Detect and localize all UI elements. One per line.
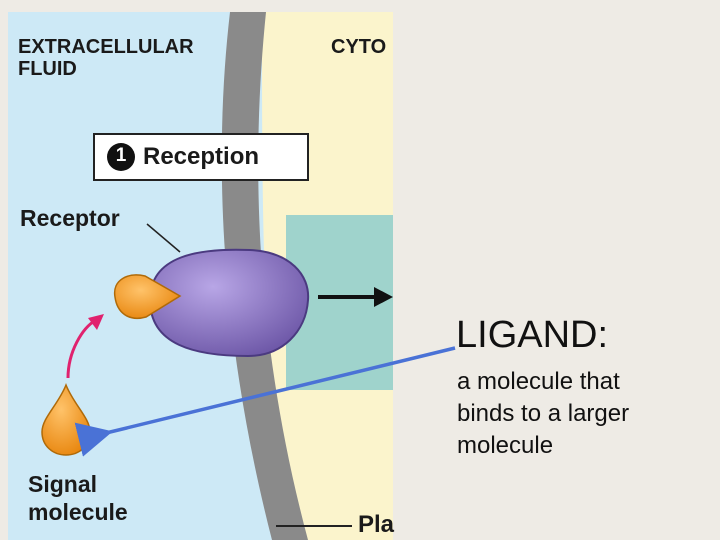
step-number: 1 xyxy=(115,145,127,166)
signal-molecule-label: Signal molecule xyxy=(28,470,128,526)
receptor-label: Receptor xyxy=(20,205,120,231)
reception-label: Reception xyxy=(143,143,260,170)
receptor-leader-line xyxy=(146,223,181,253)
extracellular-label-line: FLUID xyxy=(18,58,77,80)
binding-arrow-head xyxy=(88,314,104,330)
definition-line: molecule xyxy=(457,432,554,459)
signal-molecule-label-line: Signal xyxy=(28,471,98,497)
definition-term: LIGAND: xyxy=(456,314,609,356)
plasma-membrane-label: Pla xyxy=(358,511,395,538)
receptor-protein xyxy=(148,248,310,358)
relay-arrow-head xyxy=(374,287,393,307)
cytoplasm-label: CYTO xyxy=(331,36,387,58)
step-number-circle xyxy=(107,143,135,171)
bound-ligand xyxy=(113,274,182,319)
definition-text: a molecule that binds to a larger molecu… xyxy=(457,366,707,462)
extracellular-label-line: EXTRACELLULAR xyxy=(18,36,194,58)
extracellular-label: EXTRACELLULAR FLUID xyxy=(18,36,194,80)
definition-line: a molecule that xyxy=(457,368,620,395)
ligand-pointer-arrow xyxy=(74,346,456,457)
definition-line: binds to a larger xyxy=(457,400,630,427)
signal-molecule-label-line: molecule xyxy=(28,499,128,525)
